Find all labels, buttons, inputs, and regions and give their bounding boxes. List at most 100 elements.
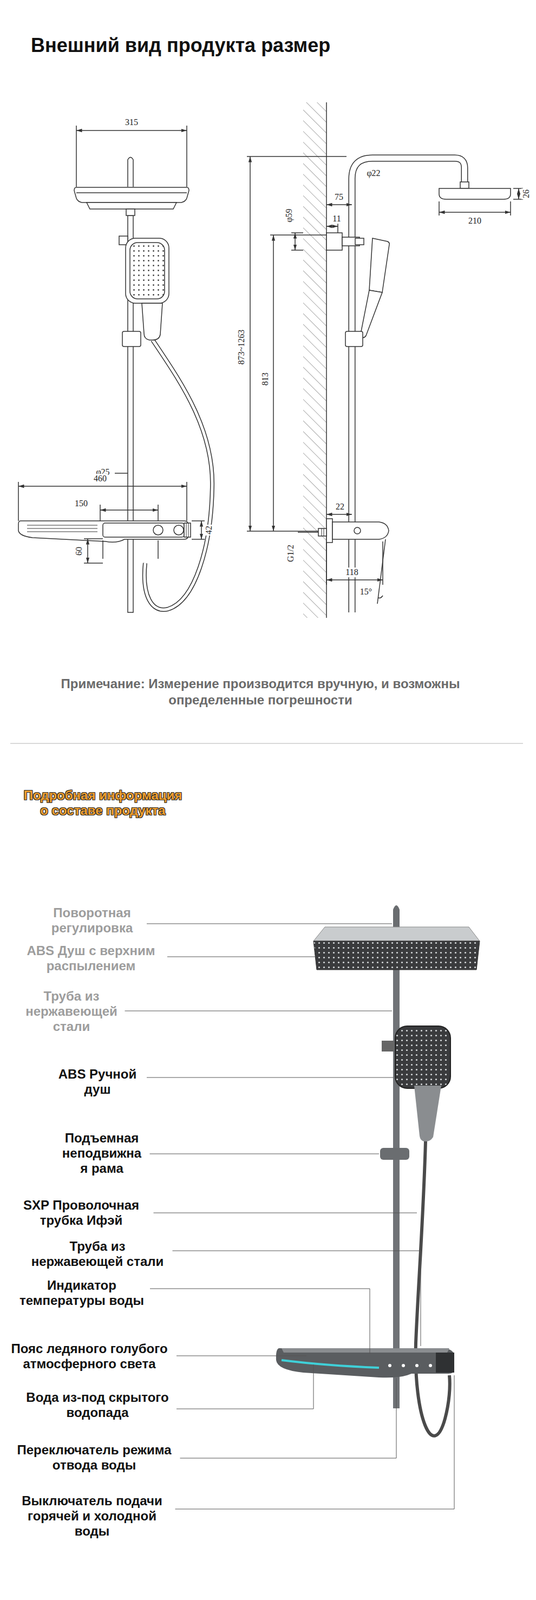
drawing-part	[294, 232, 296, 251]
dimension-label: 42	[204, 524, 214, 536]
drawing-part	[200, 520, 202, 540]
leader-line	[172, 1250, 422, 1346]
drawing-part	[369, 238, 390, 293]
drawing-part	[17, 481, 19, 521]
drawing-part	[27, 531, 98, 533]
callout-label: SXP Проволочная трубка Ифэй	[12, 1197, 151, 1228]
callout-label: Переключатель режима отвода воды	[11, 1442, 178, 1473]
dimension-label: 118	[344, 567, 359, 578]
dimension-label: φ59	[284, 207, 294, 224]
drawing-part	[414, 1085, 442, 1142]
drawing-part	[318, 528, 327, 536]
drawing-part	[345, 331, 363, 347]
drawing-part	[129, 242, 165, 299]
drawing-part	[27, 525, 98, 526]
drawing-part	[125, 238, 169, 304]
drawing-part	[188, 523, 189, 538]
drawing-part	[186, 523, 187, 538]
dimension-label: 150	[73, 498, 89, 509]
dimension-label: 75	[333, 192, 345, 202]
callout-label: Выключатель подачи горячей и холодной во…	[12, 1493, 173, 1539]
drawing-part	[313, 940, 480, 970]
drawing-part	[144, 340, 213, 610]
leader-line	[125, 1010, 393, 1012]
leader-line	[153, 1212, 418, 1214]
divider-rule	[10, 742, 524, 744]
drawing-part	[439, 211, 511, 213]
dimension-label: 15°	[358, 586, 374, 597]
drawing-part	[27, 528, 98, 529]
drawing-part	[74, 187, 189, 203]
drawing-part	[377, 539, 386, 604]
drawing-part	[351, 158, 465, 613]
dimension-label: 22	[334, 501, 346, 512]
leader-line	[167, 956, 316, 958]
drawing-part	[102, 540, 104, 559]
dimension-label: G1/2	[285, 543, 296, 564]
drawing-part	[291, 232, 304, 234]
drawing-part	[354, 527, 361, 534]
drawing-part	[393, 905, 400, 927]
drawing-part	[380, 1147, 410, 1160]
drawing-part	[337, 223, 339, 233]
section-heading: Подробная информация о составе продукта	[21, 787, 185, 819]
front-view	[18, 125, 213, 613]
drawing-part	[518, 188, 520, 200]
callout-label: Подъемная неподвижна я рама	[57, 1130, 147, 1176]
drawing-part	[326, 513, 352, 515]
drawing-part	[83, 562, 103, 564]
drawing-part	[114, 472, 128, 474]
drawing-part	[86, 202, 177, 209]
drawing-part	[428, 1363, 433, 1368]
drawing-part	[313, 926, 480, 941]
drawing-part	[249, 156, 251, 532]
side-view	[246, 102, 524, 618]
drawing-part	[157, 504, 159, 521]
leader-line	[146, 1077, 394, 1078]
callout-label: Индикатор температуры воды	[16, 1277, 147, 1309]
drawing-part	[332, 521, 389, 540]
drawing-part	[326, 232, 343, 251]
drawing-part	[401, 1363, 405, 1368]
drawing-part	[87, 538, 89, 564]
leader-line	[176, 1364, 314, 1409]
drawing-part	[83, 538, 103, 540]
callout-label: ABS Ручной душ	[51, 1066, 144, 1097]
drawing-part	[76, 129, 187, 132]
drawing-part	[270, 234, 327, 236]
drawing-part	[126, 208, 135, 216]
drawing-part	[276, 1348, 455, 1378]
drawing-part	[184, 523, 191, 538]
drawing-part	[439, 188, 511, 200]
dimension-label: 60	[74, 545, 84, 557]
drawing-part	[191, 520, 205, 522]
dimension-label: 315	[123, 117, 140, 128]
dimension-label: 460	[92, 473, 108, 484]
dimension-label: 813	[260, 371, 271, 387]
drawing-part	[303, 102, 327, 618]
leader-line	[146, 923, 392, 925]
note-text: Примечание: Измерение производится вручн…	[60, 675, 461, 709]
drawing-part	[325, 542, 328, 585]
drawing-part	[127, 157, 134, 188]
page-title: Внешний вид продукта размер	[30, 33, 331, 57]
drawing-part	[281, 1348, 450, 1353]
drawing-part	[326, 579, 383, 581]
drawing-part	[321, 528, 323, 536]
leader-line	[175, 1375, 455, 1509]
drawing-part	[355, 238, 364, 245]
drawing-part	[246, 530, 327, 532]
leader-line	[149, 1288, 370, 1354]
drawing-part	[291, 249, 304, 251]
drawing-part	[272, 234, 274, 532]
drawing-part	[99, 504, 101, 521]
drawing-part	[435, 1352, 455, 1373]
callout-label: Труба из нержавеющей стали	[21, 988, 122, 1035]
drawing-part	[351, 158, 465, 613]
drawing-part	[75, 125, 77, 187]
drawing-part	[388, 1363, 392, 1368]
dimension-label: 210	[467, 216, 483, 226]
dimension-label: 11	[331, 213, 342, 224]
callout-label: ABS Душ с верхним распылением	[17, 943, 165, 974]
